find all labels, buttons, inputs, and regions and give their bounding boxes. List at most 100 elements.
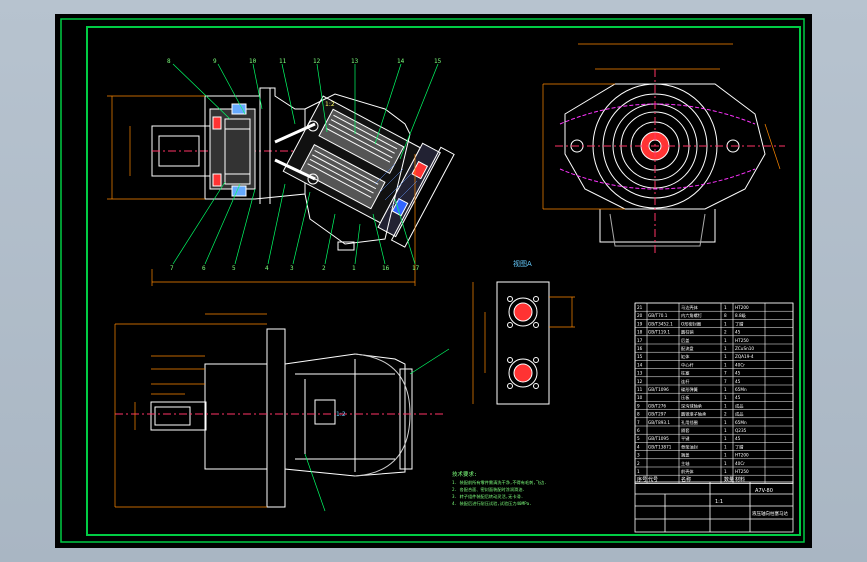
bom-cell-name: 主轴 [681, 460, 689, 467]
front-view [114, 313, 450, 512]
bom-cell-name: 圆柱销 [681, 329, 694, 336]
bom-cell-no: 3 [637, 453, 640, 458]
tech-req-line: 4. 装配后进行耐压试验,试验压力40MPa. [452, 500, 532, 507]
bom-cell-name: 隔套 [681, 427, 690, 434]
bom-cell-qty: 1 [724, 469, 727, 474]
drawing-sheet: 8 9 10 11 12 13 14 15 7 6 5 4 3 2 1 16 1… [55, 14, 812, 548]
bom-cell-no: 8 [637, 412, 640, 417]
bom-cell-no: 5 [637, 436, 640, 441]
bom-cell-mat: ZQA19-4 [735, 354, 754, 359]
bom-cell-mat: Q235 [735, 428, 747, 433]
bom-cell-qty: 1 [724, 321, 727, 326]
svg-text:11: 11 [279, 58, 287, 65]
tech-req-line: 2. 各配合面、密封面装配时涂润滑油. [452, 486, 525, 493]
bom-cell-code: GB/T119.1 [648, 330, 670, 335]
title-note: 液压轴向柱塞马达 [752, 510, 788, 517]
bom-cell-mat: 成品 [735, 402, 743, 409]
tech-requirements: 技术要求: 1. 装配前所有零件需清洗干净,不得有毛刺,飞边. 2. 各配合面、… [452, 470, 547, 507]
bom-header-no: 序号 [637, 476, 647, 483]
bom-cell-code: GB/T276 [648, 403, 666, 408]
bom-cell-mat: 45 [735, 395, 741, 400]
view-a-label: 视图A [513, 259, 532, 268]
bom-cell-name: 深沟球轴承 [681, 402, 703, 409]
bom-cell-no: 13 [637, 371, 643, 376]
bom-cell-name: 孔用挡圈 [681, 419, 698, 426]
bom-header-name: 名称 [681, 476, 691, 483]
bom-cell-mat: 40Cr [735, 461, 745, 466]
bom-cell-mat: 丁腈 [735, 443, 744, 450]
bom-cell-qty: 1 [724, 403, 727, 408]
svg-text:8: 8 [167, 58, 171, 65]
bom-cell-name: 后盖 [681, 337, 689, 344]
front-view-mark: 1:2 [336, 411, 346, 418]
bom-cell-qty: 1 [724, 346, 727, 351]
bom-cell-mat: HT250 [735, 338, 749, 343]
bom-cell-qty: 1 [724, 305, 727, 310]
svg-text:9: 9 [213, 58, 217, 65]
svg-text:13: 13 [351, 58, 359, 65]
bom-cell-no: 7 [637, 420, 640, 425]
svg-text:1: 1 [352, 265, 356, 272]
bom-cell-mat: 成品 [735, 411, 743, 418]
bom-cell-mat: 45 [735, 436, 741, 441]
bom-cell-code: GB/T3452.1 [648, 321, 673, 326]
bom-cell-qty: 7 [724, 379, 727, 384]
bom-cell-code: GB/T1096 [648, 387, 669, 392]
bom-cell-no: 16 [637, 346, 643, 351]
bom-cell-no: 1 [637, 469, 640, 474]
bom-cell-qty: 1 [724, 436, 727, 441]
bom-cell-name: 骨架油封 [681, 443, 698, 450]
bom-cell-qty: 1 [724, 420, 727, 425]
end-view [542, 43, 785, 254]
bom-cell-qty: 1 [724, 444, 727, 449]
cad-drawing: 8 9 10 11 12 13 14 15 7 6 5 4 3 2 1 16 1… [60, 18, 805, 543]
section-mark: 1:2 [325, 101, 335, 108]
svg-text:2: 2 [322, 265, 326, 272]
bom-cell-qty: 1 [724, 338, 727, 343]
bom-cell-qty: 1 [724, 453, 727, 458]
bom-cell-qty: 1 [724, 428, 727, 433]
bom-cell-no: 9 [637, 403, 640, 408]
svg-text:3: 3 [290, 265, 294, 272]
bom-cell-mat: HT200 [735, 453, 749, 458]
bom-cell-no: 18 [637, 330, 643, 335]
svg-text:4: 4 [265, 265, 269, 272]
bom-cell-no: 6 [637, 428, 640, 433]
bom-cell-qty: 2 [724, 412, 727, 417]
svg-text:10: 10 [249, 58, 257, 65]
bom-cell-no: 17 [637, 338, 643, 343]
bom-cell-no: 10 [637, 395, 643, 400]
bom-cell-no: 21 [637, 305, 643, 310]
title-block [634, 481, 794, 533]
bom-cell-name: 碟形弹簧 [681, 386, 698, 393]
svg-text:12: 12 [313, 58, 321, 65]
bom-cell-no: 11 [637, 387, 643, 392]
svg-text:14: 14 [397, 58, 405, 65]
bom-header-qty: 数量 [724, 476, 734, 483]
drawing-code: A7V-80 [755, 488, 773, 494]
bom-cell-qty: 2 [724, 330, 727, 335]
bom-cell-code: GB/T1095 [648, 436, 669, 441]
inner-frame [86, 26, 801, 536]
tech-req-title: 技术要求: [452, 470, 477, 478]
bom-cell-mat: 65Mn [735, 420, 747, 425]
bom-cell-no: 14 [637, 362, 643, 367]
view-a [472, 281, 575, 405]
bom-cell-no: 20 [637, 313, 643, 318]
bom-cell-qty: 1 [724, 362, 727, 367]
bom-cell-name: 马达壳体 [681, 304, 699, 311]
scale-note: 1:1 [715, 499, 723, 505]
bom-cell-code: GB/T297 [648, 412, 666, 417]
bom-cell-mat: 45 [735, 371, 741, 376]
bom-cell-qty: 8 [724, 313, 727, 318]
bom-cell-no: 2 [637, 461, 640, 466]
outer-frame [60, 18, 805, 543]
svg-text:5: 5 [232, 265, 236, 272]
bom-header-mat: 材料 [735, 476, 745, 483]
bom-cell-qty: 1 [724, 354, 727, 359]
bom-cell-no: 19 [637, 321, 643, 326]
tech-req-line: 3. 转子组件装配后转动灵活,无卡滞. [452, 493, 523, 500]
section-view [107, 63, 455, 286]
bom-cell-name: 中心杆 [681, 361, 694, 368]
bom-cell-name: O形密封圈 [681, 320, 701, 327]
